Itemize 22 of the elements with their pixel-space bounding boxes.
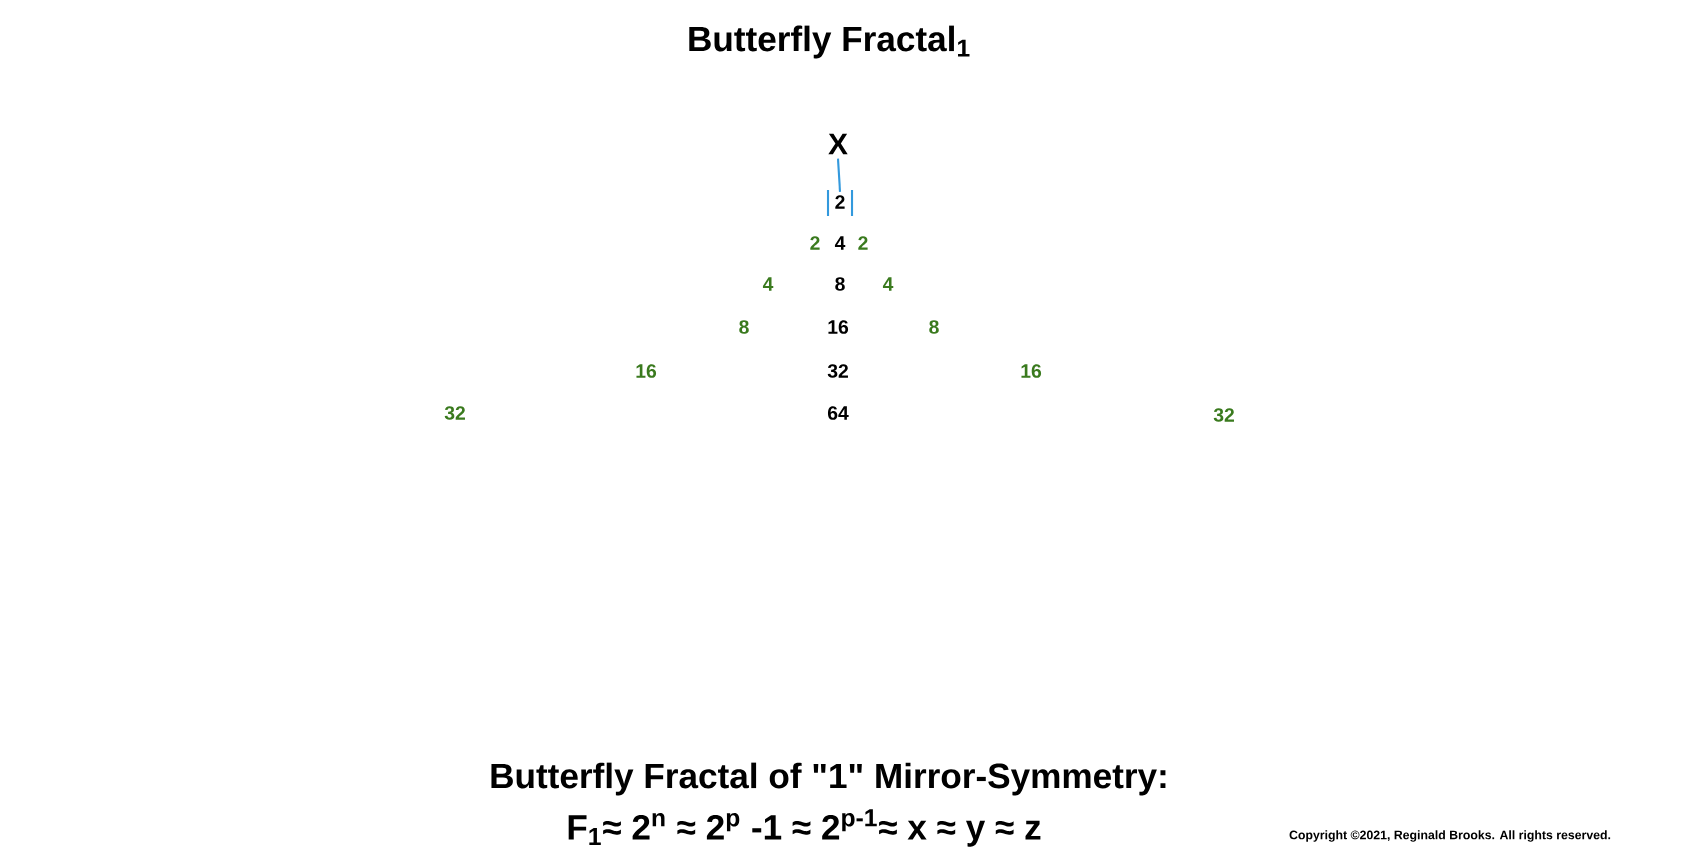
number-label: 16	[636, 364, 657, 378]
number-label: 4	[882, 277, 894, 291]
number-label: 4	[762, 277, 774, 291]
connector-line	[836, 158, 842, 192]
number-label: 8	[739, 320, 749, 334]
number-label: 64	[827, 406, 849, 420]
title: Butterfly Fractal$_{1}$	[689, 25, 970, 59]
caption: Butterfly Fractal of "1" Mirror-Symmetry:	[491, 762, 1166, 796]
number-label: 4	[834, 236, 846, 250]
copyright-notice: Copyright ©2021, Reginald Brooks. All rights reserved.	[1289, 830, 1611, 842]
number-label: X	[828, 133, 848, 155]
number-label: 16	[828, 320, 849, 334]
number-label: 2	[835, 195, 845, 209]
number-label: 2	[810, 236, 820, 250]
number-label: 32	[827, 364, 848, 378]
formula: F$_{1}$≈ 2$^{n}$ ≈ 2$^{p}$ -1 ≈ 2$^{p-1}$≈ x ≈ y ≈ z	[568, 809, 1041, 847]
number-label: 2	[858, 236, 868, 250]
number-label: 32	[444, 406, 465, 420]
number-label: 8	[835, 277, 845, 291]
number-label: 32	[1213, 408, 1234, 422]
number-label: 16	[1021, 364, 1042, 378]
number-label: 8	[929, 320, 939, 334]
